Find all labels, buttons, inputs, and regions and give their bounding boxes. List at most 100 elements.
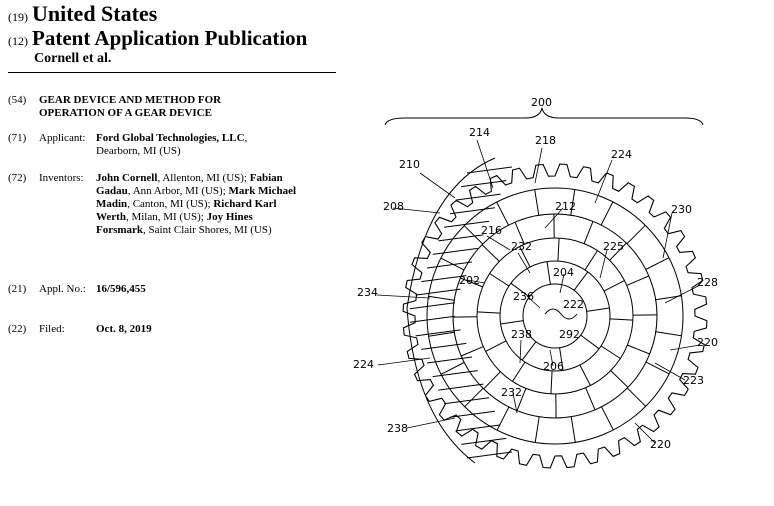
- ref-numeral: 232: [511, 240, 532, 253]
- web-spoke: [627, 225, 645, 243]
- web-spoke: [486, 341, 507, 352]
- header-divider: [8, 72, 336, 73]
- side-tooth-line: [433, 248, 478, 254]
- ref-numeral: 220: [697, 336, 718, 349]
- web-spoke: [584, 221, 593, 243]
- web-spoke: [429, 296, 455, 300]
- side-tooth-line: [438, 384, 483, 390]
- ref-numeral: 224: [353, 358, 374, 371]
- middle-ring: [453, 214, 657, 418]
- ref-numeral: 220: [650, 438, 671, 451]
- reference-numerals: 200 214 218 210 224 208 212 230 216 232 …: [353, 96, 718, 451]
- web-spoke: [581, 335, 599, 349]
- filed-value: Oct. 8, 2019: [96, 323, 301, 336]
- inventors-value: John Cornell, Allenton, MI (US); Fabian …: [96, 172, 301, 237]
- appl-no-value: 16/596,455: [96, 283, 301, 296]
- ref-numeral: 236: [513, 290, 534, 303]
- web-spoke: [627, 276, 649, 285]
- web-spoke: [601, 202, 613, 225]
- country: United States: [32, 2, 157, 26]
- web-spoke: [571, 417, 575, 443]
- inventors-code: (72): [8, 172, 26, 185]
- filed-field: (22) Filed: Oct. 8, 2019: [8, 323, 308, 337]
- web-spoke: [484, 372, 501, 389]
- inventors-label: Inventors:: [39, 172, 84, 185]
- applicant-name: Ford Global Technologies, LLC: [96, 132, 245, 144]
- ref-numeral: 214: [469, 126, 490, 139]
- web-spoke: [501, 321, 524, 324]
- ref-numeral: 225: [603, 240, 624, 253]
- ref-numeral: 208: [383, 200, 404, 213]
- web-spoke: [587, 308, 610, 311]
- applicant-field: (71) Applicant: Ford Global Technologies…: [8, 132, 308, 160]
- ref-numeral: 200: [531, 96, 552, 109]
- ref-numeral: 223: [683, 374, 704, 387]
- web-spoke: [601, 346, 620, 359]
- ref-numeral: 206: [543, 360, 564, 373]
- web-spoke: [482, 245, 499, 262]
- side-tooth-line: [410, 316, 455, 322]
- inventors-field: (72) Inventors: John Cornell, Allenton, …: [8, 172, 308, 256]
- invention-title-line1: GEAR DEVICE AND METHOD FOR: [39, 94, 289, 107]
- web-spokes: [429, 190, 682, 443]
- applicant-location: Dearborn, MI (US): [96, 145, 181, 157]
- ref-numeral: 230: [671, 203, 692, 216]
- code-12: (12): [8, 34, 28, 49]
- applicant-value: Ford Global Technologies, LLC, Dearborn,…: [96, 132, 301, 158]
- side-tooth-line: [444, 398, 489, 404]
- web-spoke: [646, 362, 669, 374]
- web-spoke: [551, 371, 552, 394]
- ref-numeral: 202: [459, 274, 480, 287]
- ref-numeral: 216: [481, 224, 502, 237]
- web-spoke: [522, 342, 536, 360]
- ref-numeral: 224: [611, 148, 632, 161]
- pub-type-line: (12) Patent Application Publication: [8, 26, 338, 50]
- side-tooth-line: [456, 194, 501, 200]
- web-spoke: [646, 258, 669, 270]
- web-spoke: [585, 251, 598, 270]
- ref-numeral: 232: [501, 386, 522, 399]
- ref-numeral: 204: [553, 266, 574, 279]
- web-spoke: [604, 281, 625, 292]
- title-code: (54): [8, 94, 26, 107]
- country-line: (19) United States: [8, 2, 338, 26]
- web-spoke: [461, 347, 483, 356]
- web-spoke: [586, 388, 595, 410]
- code-19: (19): [8, 10, 28, 25]
- invention-title-line2: OPERATION OF A GEAR DEVICE: [39, 107, 289, 120]
- inventor-location: Canton, MI (US);: [133, 198, 211, 210]
- web-spoke: [574, 272, 588, 290]
- publication-header: (19) United States (12) Patent Applicati…: [8, 2, 338, 68]
- ref-numeral: 238: [387, 422, 408, 435]
- applicant-code: (71): [8, 132, 26, 145]
- ref-numeral: 218: [535, 134, 556, 147]
- side-tooth-line: [421, 343, 466, 349]
- web-spoke: [627, 388, 645, 406]
- web-spoke: [535, 417, 539, 443]
- side-tooth-line: [450, 208, 495, 214]
- first-inventor: Cornell et al.: [34, 50, 338, 68]
- web-spoke: [656, 332, 682, 336]
- web-spoke: [497, 407, 509, 430]
- inventor-location: Allenton, MI (US);: [162, 172, 247, 184]
- ref-numeral: 238: [511, 328, 532, 341]
- web-spoke: [580, 365, 591, 386]
- publication-type: Patent Application Publication: [32, 26, 307, 50]
- inventor-location: Saint Clair Shores, MI (US): [149, 224, 272, 236]
- web-spoke: [610, 319, 633, 320]
- title-field: (54) GEAR DEVICE AND METHOD FOR OPERATIO…: [8, 94, 308, 122]
- side-tooth-line: [461, 181, 506, 187]
- span-brace: [385, 108, 703, 125]
- web-spoke: [464, 226, 482, 244]
- web-spoke: [611, 371, 628, 388]
- inventor-name: John Cornell: [96, 172, 157, 184]
- side-tooth-line: [410, 303, 455, 309]
- web-spoke: [558, 238, 559, 261]
- applicant-label: Applicant:: [39, 132, 85, 145]
- inventor-location: Ann Arbor, MI (US);: [133, 185, 226, 197]
- invention-title: GEAR DEVICE AND METHOD FOR OPERATION OF …: [39, 94, 289, 120]
- appl-no-code: (21): [8, 283, 26, 296]
- gear-drawing: 200 214 218 210 224 208 212 230 216 232 …: [345, 88, 765, 503]
- appl-no-label: Appl. No.:: [39, 283, 86, 296]
- web-spoke: [602, 407, 614, 430]
